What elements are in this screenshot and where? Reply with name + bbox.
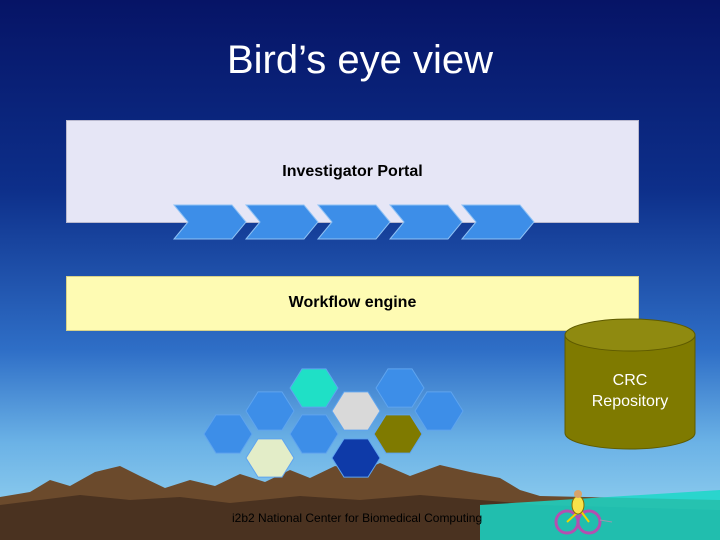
chevron-step-4 (388, 204, 463, 240)
workflow-engine-label: Workflow engine (288, 294, 417, 311)
cell-hexagon-7 (289, 414, 339, 454)
cell-hexagon-5 (414, 391, 464, 431)
cell-hexagon-9 (245, 438, 295, 478)
footer-text: i2b2 National Center for Biomedical Comp… (232, 511, 483, 525)
cylinder-body (564, 334, 696, 450)
cell-hexagon-10 (331, 438, 381, 478)
cell-hexagon-4 (331, 391, 381, 431)
crc-label-line1: CRC (612, 372, 648, 389)
cylinder-top (564, 318, 696, 352)
cell-hexagon-1 (289, 368, 339, 408)
investigator-portal-label: Investigator Portal (282, 163, 423, 180)
cell-hexagon-3 (245, 391, 295, 431)
ground-strip (480, 490, 720, 540)
chevron-step-5 (460, 204, 535, 240)
chevron-step-3 (316, 204, 391, 240)
crc-repository-label: CRC Repository (580, 370, 680, 412)
cell-hexagon-2 (375, 368, 425, 408)
slide-title: Bird’s eye view (226, 38, 494, 82)
cell-hexagon-6 (203, 414, 253, 454)
crc-label-line2: Repository (591, 393, 669, 410)
cell-hexagon-8 (373, 414, 423, 454)
workflow-engine-panel: Workflow engine (66, 276, 639, 331)
chevron-step-2 (244, 204, 319, 240)
chevron-step-1 (172, 204, 247, 240)
